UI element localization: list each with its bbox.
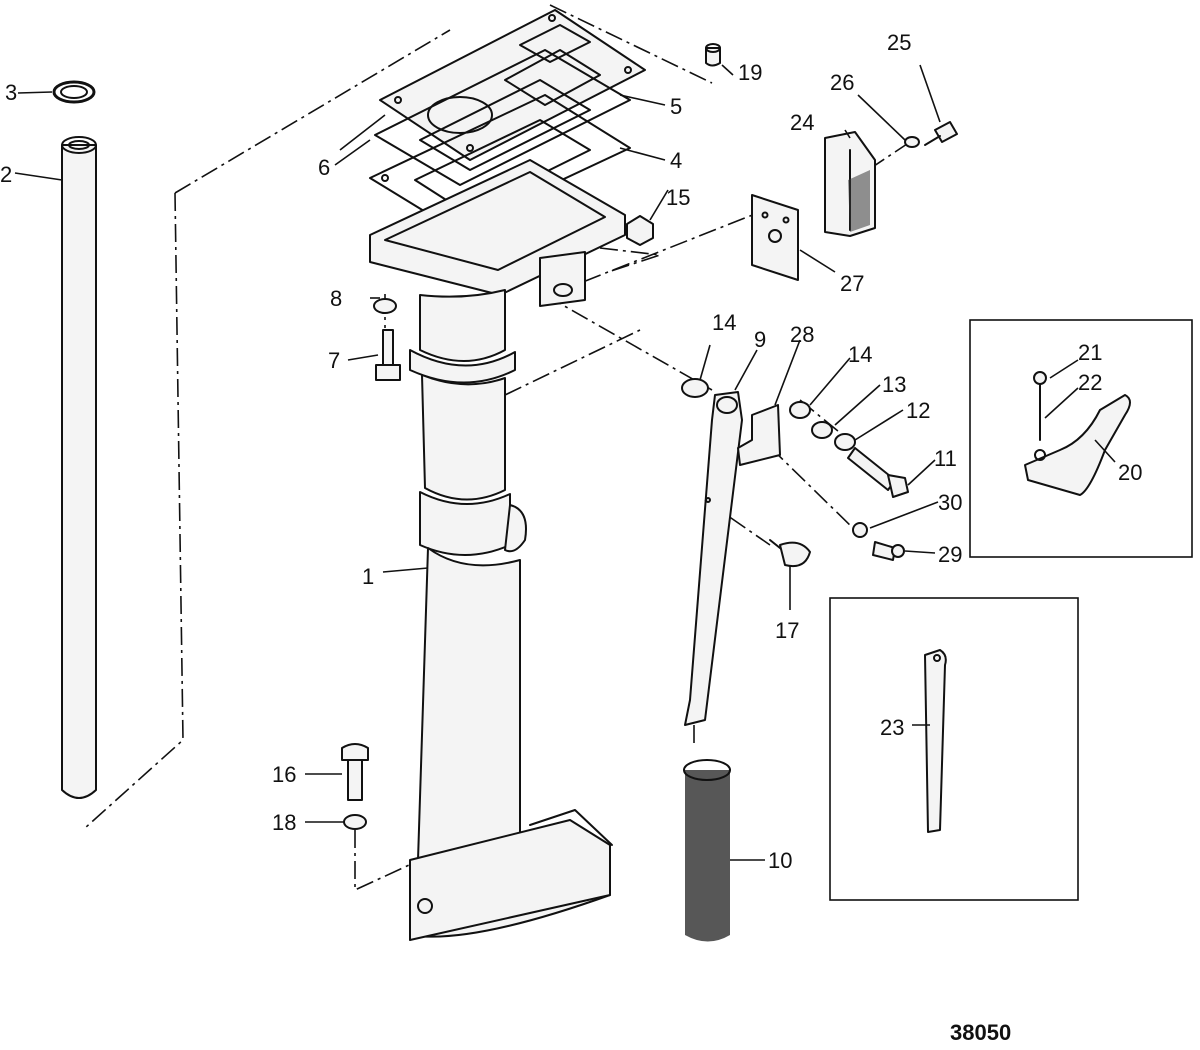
callout-8: 8 <box>330 286 342 311</box>
part-29-screw <box>872 541 905 561</box>
callout-5: 5 <box>670 94 682 119</box>
callout-28: 28 <box>790 322 814 347</box>
callout-7: 7 <box>328 348 340 373</box>
callout-22: 22 <box>1078 370 1102 395</box>
part-27-plate <box>751 194 799 281</box>
callout-1: 1 <box>362 564 374 589</box>
part-28-tab <box>737 404 781 466</box>
callout-26: 26 <box>830 70 854 95</box>
figure-number: 38050 <box>950 1020 1011 1045</box>
part-30-clip <box>852 522 868 538</box>
callout-6: 6 <box>318 155 330 180</box>
washer-stack <box>681 378 856 451</box>
part-11-bolt <box>847 447 909 498</box>
inset-part-23 <box>829 597 1079 901</box>
part-16-bolt <box>341 743 369 801</box>
callout-labels: 1 2 3 4 5 6 7 8 9 10 11 12 13 14 14 15 1… <box>0 30 1142 873</box>
callout-9: 9 <box>754 327 766 352</box>
part-8-washer <box>373 298 397 314</box>
leader-lines <box>14 64 1116 861</box>
part-25-screw <box>924 121 958 146</box>
callout-13: 13 <box>882 372 906 397</box>
callout-11: 11 <box>934 446 957 471</box>
callout-23: 23 <box>880 715 904 740</box>
part-2-tube <box>61 136 97 799</box>
callout-12: 12 <box>906 398 930 423</box>
part-15-nut <box>626 215 654 246</box>
assembly-lines <box>84 4 911 892</box>
callout-14-right: 14 <box>848 342 872 367</box>
part-14-washer-right <box>789 401 811 419</box>
callout-10: 10 <box>768 848 792 873</box>
callout-16: 16 <box>272 762 296 787</box>
part-3-o-ring <box>52 80 96 104</box>
callout-14-left: 14 <box>712 310 736 335</box>
callout-2: 2 <box>0 162 12 187</box>
callout-17: 17 <box>775 618 799 643</box>
part-17-knob <box>769 539 811 568</box>
part-9-lever <box>684 391 743 726</box>
callout-29: 29 <box>938 542 962 567</box>
callout-30: 30 <box>938 490 962 515</box>
callout-25: 25 <box>887 30 911 55</box>
callout-21: 21 <box>1078 340 1102 365</box>
callout-18: 18 <box>272 810 296 835</box>
part-19-sleeve <box>705 43 721 67</box>
part-13-washer <box>811 421 833 439</box>
part-14-washer-left <box>681 378 709 398</box>
part-5-gasket <box>374 49 631 186</box>
callout-3: 3 <box>5 80 17 105</box>
part-24-bracket <box>824 131 876 237</box>
part-18-washer <box>343 814 367 830</box>
inset-part-20 <box>969 319 1193 558</box>
part-12-washer <box>834 433 856 451</box>
callout-27: 27 <box>840 271 864 296</box>
callout-15: 15 <box>666 185 690 210</box>
callout-24: 24 <box>790 110 814 135</box>
part-6-plate <box>379 9 646 161</box>
callout-20: 20 <box>1118 460 1142 485</box>
callout-4: 4 <box>670 148 682 173</box>
part-10-grip <box>683 759 731 942</box>
part-26-washer <box>904 136 920 148</box>
callout-19: 19 <box>738 60 762 85</box>
part-7-bolt <box>375 329 401 381</box>
part-1-driveshaft-housing <box>369 159 626 941</box>
